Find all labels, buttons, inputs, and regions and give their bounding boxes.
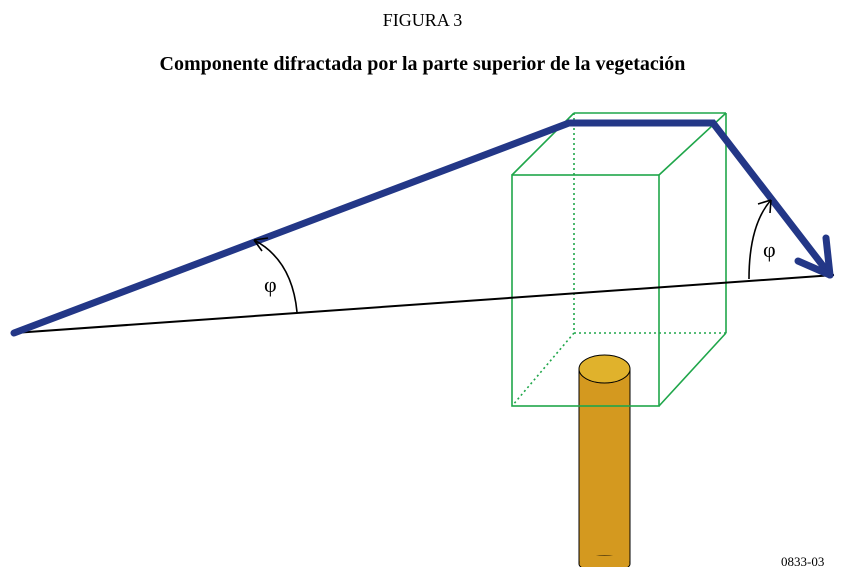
ray-arrowhead xyxy=(794,234,834,279)
trunk-top xyxy=(578,354,631,384)
figure-label: FIGURA 3 xyxy=(382,10,463,30)
figure-title: Componente difractada por la parte super… xyxy=(159,53,686,75)
left-angle-label: φ xyxy=(264,272,277,297)
left-angle-arc xyxy=(253,237,298,313)
tree-trunk xyxy=(578,354,631,567)
vegetation-box xyxy=(511,112,727,407)
right-angle-label: φ xyxy=(763,237,776,262)
trunk-body xyxy=(578,368,631,565)
diffracted-ray xyxy=(10,119,834,337)
direct-path-line xyxy=(13,274,835,334)
figure-code: 0833-03 xyxy=(781,554,825,569)
right-angle-arc xyxy=(748,199,772,280)
